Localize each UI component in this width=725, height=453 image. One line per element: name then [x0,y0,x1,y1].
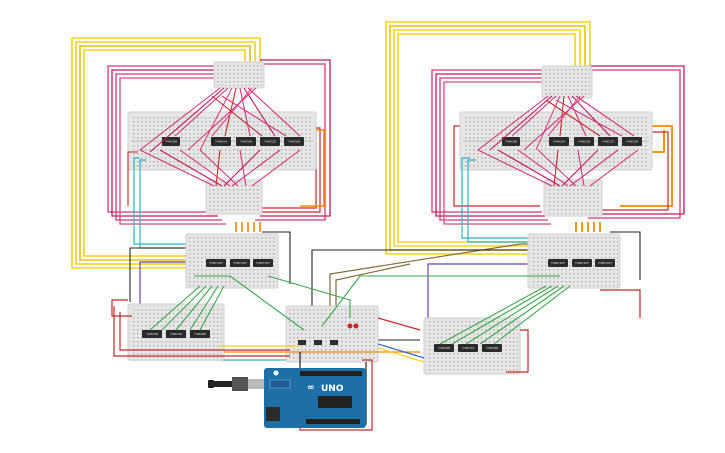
left-wide-chip-1: 74HC04 [211,137,231,146]
right-wide-chip-0: 74HC86 [502,137,520,146]
power-jack [266,407,280,421]
svg-text:74HC32: 74HC32 [170,332,182,336]
svg-text:74HC86: 74HC86 [165,140,177,144]
svg-text:74HC157: 74HC157 [575,261,589,265]
svg-text:74HC32: 74HC32 [602,140,614,144]
arduino-model: UNO [321,384,344,394]
right-bottom-chip-1: 74HC32 [458,344,478,352]
svg-text:74HC04: 74HC04 [215,140,227,144]
left-bottom-chip-1: 74HC32 [166,330,186,338]
right-mux-chip-0: 74HC157 [548,259,568,267]
svg-text:74HC86: 74HC86 [194,332,206,336]
right-mux-chip-2: 74HC157 [595,259,615,267]
right-lower-small-board [543,179,603,217]
center-io-board [285,305,379,363]
left-yellow-wires [71,37,261,269]
right-wide-chip-3: 74HC32 [598,137,618,146]
right-fan-wires [477,95,639,187]
left-fan-wires [127,87,301,206]
arduino-logo: ∞ [307,383,315,393]
left-mux-chip-0: 74HC157 [206,259,226,267]
svg-text:74HC08: 74HC08 [578,140,590,144]
left-mux-chip-2: 74HC157 [253,259,273,267]
svg-text:74HC157: 74HC157 [209,261,223,265]
svg-text:74HC157: 74HC157 [233,261,247,265]
left-mux-chip-1: 74HC157 [230,259,250,267]
right-wide-chip-2: 74HC08 [574,137,594,146]
right-mux-chip-1: 74HC157 [572,259,592,267]
left-pink-wires [107,59,331,225]
left-wide-chip-4: 74HC08 [284,137,304,146]
left-bottom-chip-0: 74HC08 [142,330,162,338]
led-1 [347,323,353,329]
right-pink-wires [431,65,685,225]
left-lower-small-board [205,179,263,215]
svg-text:74HC86: 74HC86 [486,346,498,350]
svg-text:74HC08: 74HC08 [626,140,638,144]
button-2 [314,340,322,345]
button-1 [298,340,306,345]
reset-button [273,370,279,376]
left-wide-chip-3: 74HC32 [260,137,280,146]
left-top-small-board [213,61,265,89]
left-bottom-chip-2: 74HC86 [190,330,210,338]
right-top-small-board [541,65,593,99]
green-wires [149,275,571,345]
svg-text:74HC32: 74HC32 [462,346,474,350]
svg-text:74HC04: 74HC04 [553,140,565,144]
left-wide-chip-0: 74HC86 [162,137,180,146]
digital-header [300,371,362,376]
analog-header [306,419,360,424]
usb-cable [208,377,266,391]
svg-text:74HC157: 74HC157 [256,261,270,265]
arduino-uno: ∞ UNO [208,368,366,428]
right-wide-chip-1: 74HC04 [549,137,569,146]
svg-text:74HC08: 74HC08 [438,346,450,350]
black-wires [129,231,641,341]
svg-text:74HC86: 74HC86 [505,140,517,144]
svg-text:74HC157: 74HC157 [598,261,612,265]
bottom-harness-wires [111,289,641,431]
svg-text:74HC157: 74HC157 [551,261,565,265]
button-3 [330,340,338,345]
led-2 [353,323,359,329]
svg-text:74HC32: 74HC32 [264,140,276,144]
svg-text:74HC08: 74HC08 [240,140,252,144]
left-wide-chip-2: 74HC08 [236,137,256,146]
right-wide-chip-4: 74HC08 [622,137,642,146]
mcu-chip [318,396,352,408]
right-bottom-chip-2: 74HC86 [482,344,502,352]
svg-text:74HC08: 74HC08 [146,332,158,336]
svg-text:74HC08: 74HC08 [288,140,300,144]
right-bottom-chip-0: 74HC08 [434,344,454,352]
